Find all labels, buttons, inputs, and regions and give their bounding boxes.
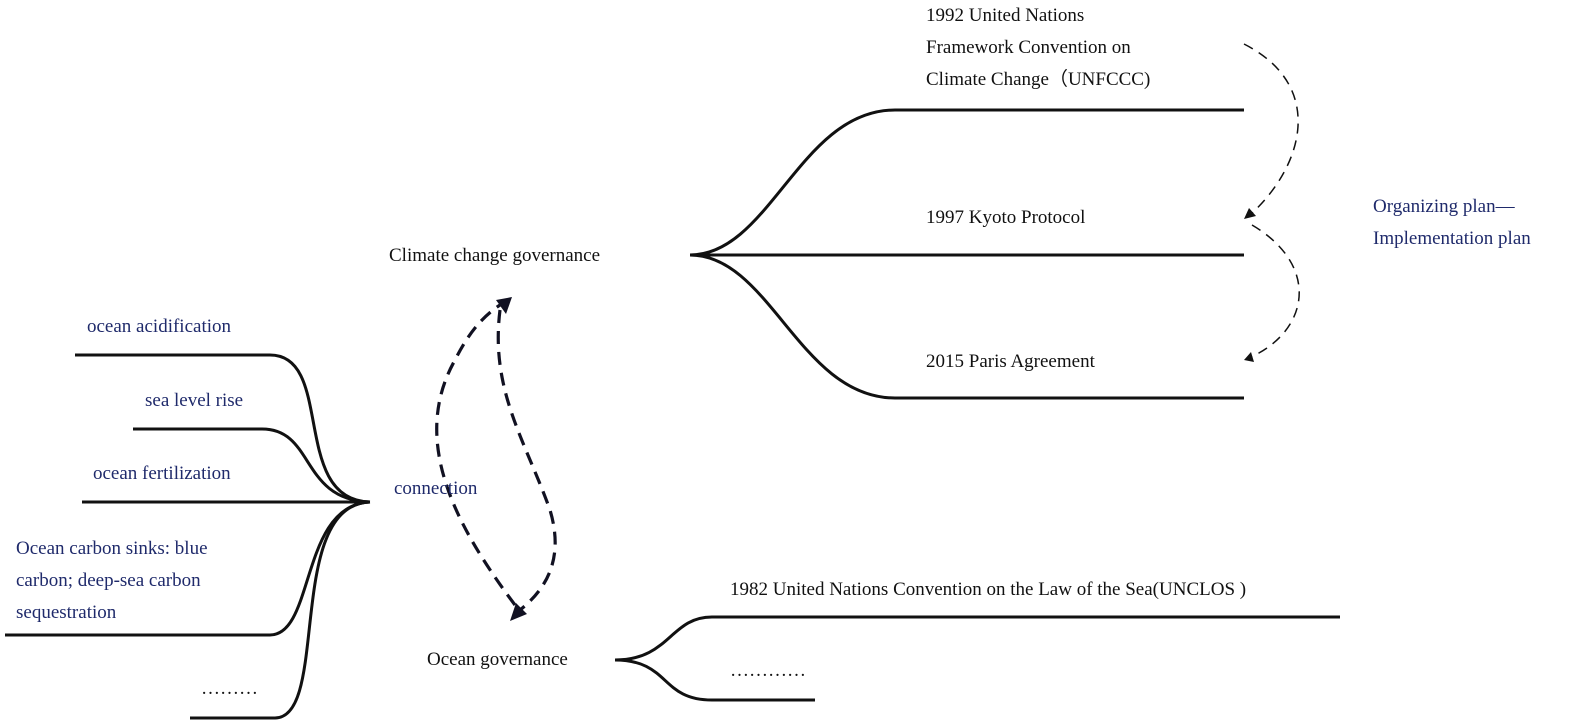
unfccc-label-line-2: Framework Convention on [926,37,1131,58]
progression-arrow-unfccc-to-kyoto [1243,43,1299,216]
issue-ellipsis-label: ……… [201,678,258,699]
ocean-governance-title: Ocean governance [427,649,568,670]
connection-arrowhead-ocean [510,603,527,621]
unfccc-label-line-1: 1992 United Nations [926,5,1085,26]
ocean-branch-ellipsis-label: ………… [730,660,806,681]
issue-sea-level-rise-line [133,427,371,504]
progression-label-line-2: Implementation plan [1373,228,1531,249]
climate-branch-paris-line [689,253,1244,400]
ocean-branch-ellipsis-line [614,658,815,702]
carbon-sinks-line-1: Ocean carbon sinks: blue [16,538,208,559]
ocean-branch-unclos-line [614,615,1340,662]
climate-branch-unfccc-label: 1992 United Nations Framework Convention… [926,0,1226,96]
issue-ocean-acidification-line [75,353,371,504]
progression-arrowhead-kyoto [1244,208,1256,219]
connection-label: connection [394,478,478,499]
climate-branch-kyoto-label: 1997 Kyoto Protocol [926,207,1086,228]
progression-label-line-1: Organizing plan— [1373,196,1515,217]
progression-arrow-kyoto-to-paris [1250,224,1300,358]
climate-governance-title: Climate change governance [389,245,601,266]
progression-arrowhead-paris [1244,352,1254,362]
climate-branch-paris-label: 2015 Paris Agreement [926,351,1095,372]
connection-arrow-to-climate [435,303,517,606]
progression-label: Organizing plan— Implementation plan [1373,191,1573,255]
carbon-sinks-line-2: carbon; deep-sea carbon [16,570,201,591]
carbon-sinks-line-3: sequestration [16,602,117,623]
connection-arrowhead-climate [496,297,512,314]
connection-arrow-to-ocean [496,309,557,612]
climate-branch-unfccc-line [689,108,1244,257]
issue-ocean-fertilization-label: ocean fertilization [93,463,231,484]
issue-ellipsis-line [190,500,371,720]
issue-ocean-acidification-label: ocean acidification [87,316,232,337]
unfccc-label-line-3: Climate Change（UNFCCC) [926,69,1151,90]
ocean-branch-unclos-label: 1982 United Nations Convention on the La… [730,579,1247,600]
issue-sea-level-rise-label: sea level rise [145,390,244,411]
issue-ocean-carbon-sinks-label: Ocean carbon sinks: blue carbon; deep-se… [16,533,276,629]
